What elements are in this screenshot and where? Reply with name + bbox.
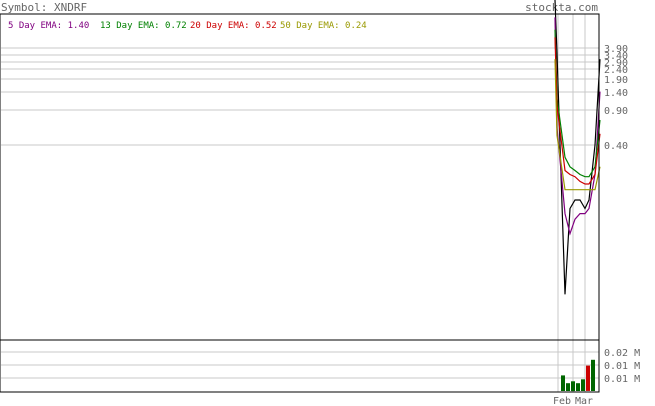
price-tick-label: 0.40 xyxy=(604,141,628,152)
price-series xyxy=(554,0,601,295)
price-grid xyxy=(1,14,600,392)
volume-tick-label: 0.01 M xyxy=(604,361,640,372)
price-tick-label: 0.90 xyxy=(604,106,628,117)
price-tick-label: 1.90 xyxy=(604,75,628,86)
volume-bar xyxy=(581,379,585,391)
volume-bar xyxy=(591,359,595,391)
symbol-label: Symbol: XNDRF xyxy=(1,1,87,14)
volume-bar xyxy=(561,375,565,391)
price-tick-label: 2.90 xyxy=(604,58,628,69)
series-line xyxy=(554,17,601,236)
volume-bar xyxy=(566,383,570,391)
site-brand[interactable]: stockta.com xyxy=(525,1,598,14)
series-line xyxy=(554,37,601,185)
volume-panel-frame xyxy=(0,339,600,393)
volume-bar xyxy=(576,383,580,391)
price-tick-label: 3.40 xyxy=(604,51,628,62)
x-tick-label: Feb xyxy=(553,396,571,406)
volume-tick-label: 0.01 M xyxy=(604,374,640,385)
volume-bar xyxy=(586,365,590,391)
volume-tick-label: 0.02 M xyxy=(604,348,640,359)
volume-bars xyxy=(561,359,595,392)
series-line xyxy=(554,59,601,191)
price-tick-label: 1.40 xyxy=(604,88,628,99)
price-panel-frame xyxy=(0,13,600,341)
volume-grid xyxy=(1,351,599,379)
x-tick-label: Mar xyxy=(575,396,593,406)
legend-item: 5 Day EMA: 1.40 xyxy=(8,21,89,31)
price-tick-label: 2.40 xyxy=(604,65,628,76)
series-line xyxy=(554,29,601,178)
price-tick-label: 3.90 xyxy=(604,44,628,55)
legend-item: 50 Day EMA: 0.24 xyxy=(280,21,367,31)
volume-bar xyxy=(571,381,575,392)
legend-item: 20 Day EMA: 0.52 xyxy=(190,21,277,31)
axis-ticks: 3.903.402.902.401.90 1.40 0.90 0.40 0.02 M 0.… xyxy=(553,44,640,406)
legend-item: 13 Day EMA: 0.72 xyxy=(100,21,187,31)
